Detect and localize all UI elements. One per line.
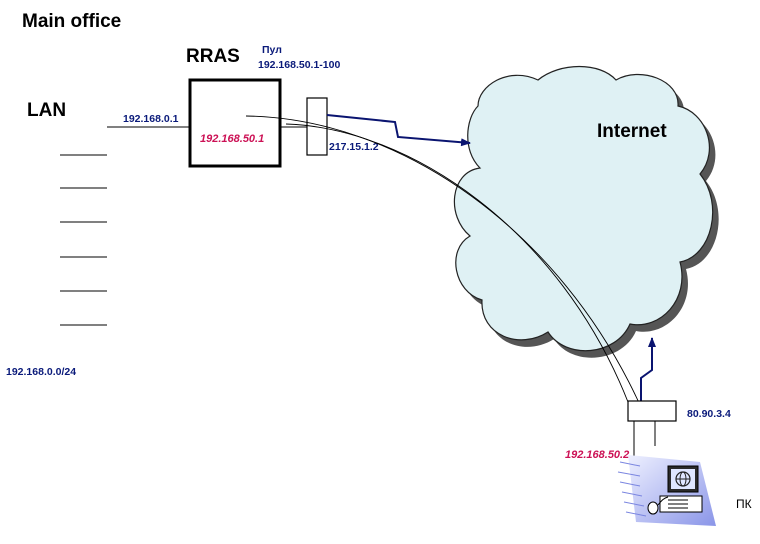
modem-internet-link [640, 337, 656, 401]
client-vpn-ip: 192.168.50.2 [565, 449, 629, 461]
diagram-title: Main office [22, 11, 121, 32]
pc-mouse [647, 501, 659, 515]
client-pc-icon [617, 455, 716, 526]
internet-cloud [453, 65, 714, 352]
rras-label: RRAS [186, 46, 240, 67]
pool-label: Пул [262, 44, 282, 56]
lan-hosts [60, 154, 107, 326]
pool-range: 192.168.50.1-100 [258, 59, 340, 71]
vpn-tunnel-line [245, 115, 641, 406]
lan-subnet: 192.168.0.0/24 [6, 366, 76, 378]
vpn-tunnel-line [285, 123, 629, 403]
rras-server-box [188, 78, 282, 168]
router-wan-ip: 217.15.1.2 [329, 141, 379, 153]
pc-label: ПК [736, 497, 752, 511]
internet-label: Internet [597, 121, 667, 142]
router-internet-link [326, 114, 471, 147]
lan-label: LAN [27, 100, 66, 121]
modem-ip: 80.90.3.4 [687, 408, 731, 420]
client-modem [627, 400, 677, 422]
rras-lan-ip: 192.168.0.1 [123, 113, 179, 125]
rras-vpn-ip: 192.168.50.1 [200, 133, 264, 145]
